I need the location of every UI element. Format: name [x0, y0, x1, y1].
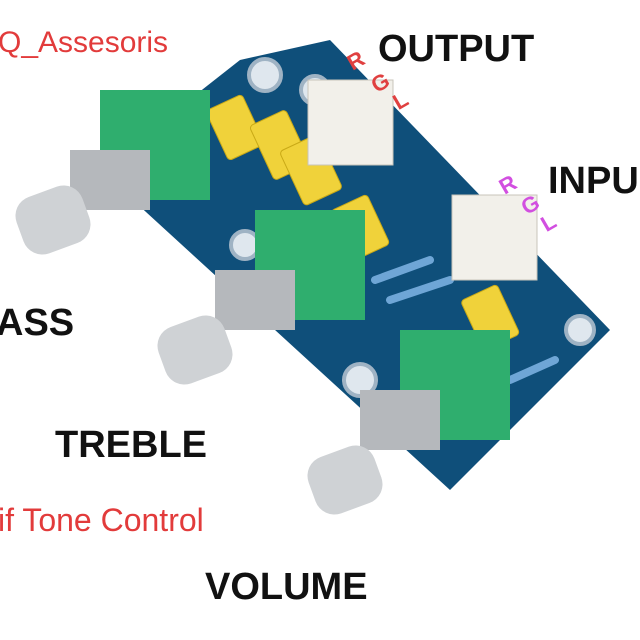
- mount-hole: [564, 314, 596, 346]
- caption: if Tone Control: [0, 502, 204, 538]
- label-bass: ASS: [0, 302, 75, 344]
- shop-watermark: Q_Assesoris: [0, 26, 169, 59]
- resistors: [371, 256, 559, 384]
- mount-hole: [229, 229, 261, 261]
- input-connector: [451, 194, 538, 281]
- mount-hole: [247, 57, 283, 93]
- output-connector: [307, 79, 394, 166]
- label-output: OUTPUT: [378, 28, 535, 70]
- label-input: INPU: [548, 160, 639, 202]
- pot-treble: [157, 210, 365, 385]
- pot-volume: [307, 330, 510, 515]
- label-treble: TREBLE: [55, 424, 207, 466]
- pot-bass: [15, 90, 210, 255]
- label-volume: VOLUME: [205, 566, 368, 608]
